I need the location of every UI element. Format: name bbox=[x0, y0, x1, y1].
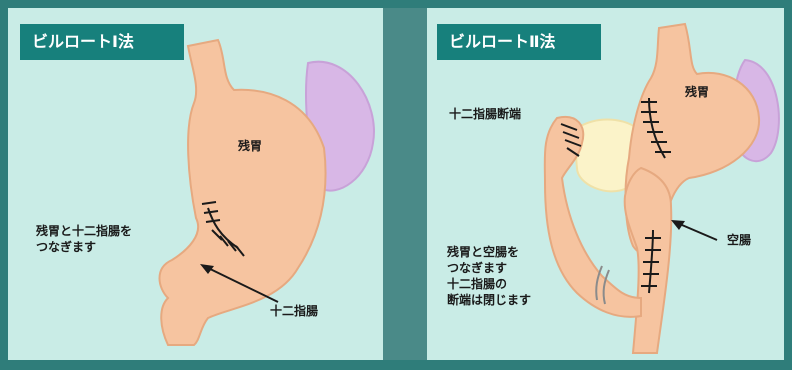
panel-title: ビルロートⅡ法 bbox=[437, 24, 601, 60]
label-instruction: 残胃と空腸を つなぎます 十二指腸の 断端は閉じます bbox=[447, 245, 532, 307]
stump-stitches bbox=[560, 123, 582, 157]
stomach-stitches bbox=[641, 101, 671, 153]
jejunum bbox=[623, 166, 673, 354]
label-jejunum: 空腸 bbox=[727, 233, 752, 247]
label-duodenum: 十二指腸 bbox=[270, 304, 319, 318]
panel-billroth-1: ビルロートⅠ法 残胃 残胃と十二指腸を つなぎます 十二指腸 bbox=[8, 8, 383, 360]
remnant-stomach bbox=[158, 38, 327, 346]
label-instruction: 残胃と十二指腸を つなぎます bbox=[36, 224, 133, 254]
panel-separator bbox=[383, 8, 427, 360]
billroth-2-illustration bbox=[543, 22, 780, 354]
duodenum-arrow bbox=[203, 265, 279, 303]
panel-title: ビルロートⅠ法 bbox=[20, 24, 184, 60]
label-remnant-stomach: 残胃 bbox=[685, 85, 710, 99]
jejunum-stitches bbox=[641, 237, 661, 287]
suture-stitches bbox=[201, 201, 245, 257]
label-duodenal-stump: 十二指腸断端 bbox=[449, 107, 522, 121]
billroth-1-illustration bbox=[158, 38, 375, 346]
panel-billroth-2: ビルロートⅡ法 残胃 十二指腸断端 空腸 残胃と空腸を つなぎます 十二指腸の … bbox=[427, 8, 784, 360]
label-remnant-stomach: 残胃 bbox=[238, 139, 263, 153]
